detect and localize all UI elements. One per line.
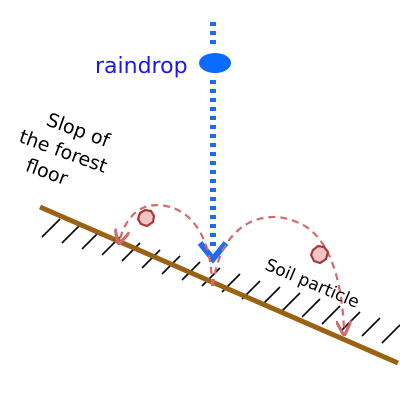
- slope-label: Slop of the forest floor: [16, 109, 114, 190]
- raindrop-label: raindrop: [95, 54, 188, 79]
- raindrop-arrowhead: [197, 241, 229, 264]
- slope-hatching: [41, 218, 400, 344]
- soil-particle-icon: [136, 208, 156, 228]
- raindrop-icon: [199, 53, 231, 73]
- splash-trajectory-left: [120, 204, 214, 287]
- soil-particle-icon: [309, 244, 330, 265]
- soil-particle-label: Soil particle: [262, 255, 362, 313]
- splash-trajectory-right: [211, 215, 344, 330]
- forest-floor-slope: [39, 204, 399, 366]
